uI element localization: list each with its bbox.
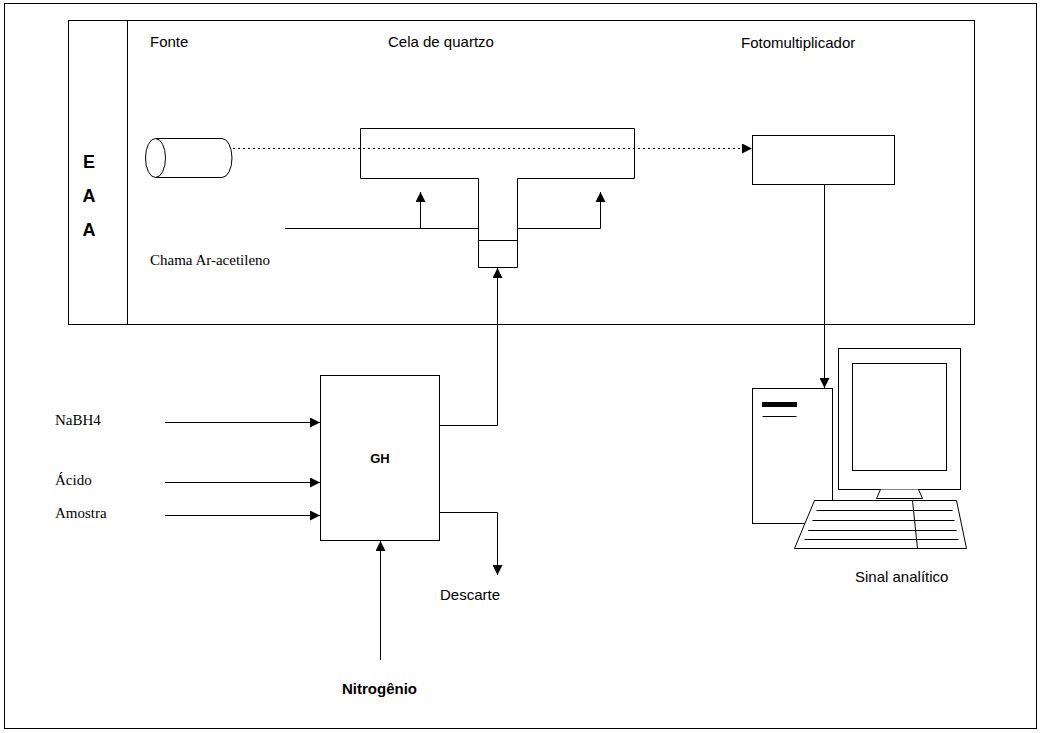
gas-arrow xyxy=(380,541,381,660)
node-label: Fonte xyxy=(150,33,188,50)
drive-slot xyxy=(763,416,797,417)
monitor xyxy=(839,349,961,490)
figure-frame xyxy=(5,4,1037,729)
key-row xyxy=(812,520,954,521)
flow-label: Descarte xyxy=(440,586,500,603)
node-label: Sinal analítico xyxy=(855,568,948,585)
photomultiplier-box: Fotomultiplicador xyxy=(752,135,895,185)
instrument-label: E A A xyxy=(80,145,98,247)
flame-label: Chama Ar-acetileno xyxy=(150,252,270,269)
flame-arrow xyxy=(600,192,601,229)
flame-line xyxy=(285,228,478,229)
gh-flows xyxy=(165,423,498,661)
hydride-generator-box: GH xyxy=(320,375,440,541)
input-arrow xyxy=(165,422,320,423)
input-arrow xyxy=(165,515,320,516)
lamp-body xyxy=(156,139,232,178)
input-arrow xyxy=(165,482,320,483)
keyboard xyxy=(795,501,967,549)
lamp-source: Fonte xyxy=(145,138,233,178)
cell-tube xyxy=(361,129,635,268)
node-label: GH xyxy=(370,451,390,466)
flame-line xyxy=(517,228,601,229)
drive-slot xyxy=(763,403,797,407)
panel-divider xyxy=(127,20,128,325)
flame-arrow xyxy=(420,192,421,229)
waste-arrow xyxy=(440,513,498,576)
flame-lines xyxy=(285,192,601,229)
lamp-end xyxy=(146,139,166,178)
flow-label: NaBH4 xyxy=(55,412,101,429)
lamp-outline xyxy=(145,138,233,178)
cell-inlet xyxy=(479,240,518,241)
computer-outline xyxy=(752,388,965,555)
screen xyxy=(853,364,947,471)
key-row xyxy=(817,510,953,511)
flow-label: Nitrogênio xyxy=(342,680,417,697)
monitor-stand xyxy=(877,490,923,499)
key-divider xyxy=(913,501,918,549)
quartz-cell: Cela de quartzo xyxy=(360,128,635,268)
flow-arrow xyxy=(824,185,825,388)
flow-arrow xyxy=(440,268,498,426)
instrument-box: E A AFonteCela de quartzoFotomultiplicad… xyxy=(68,20,975,325)
cell-outline xyxy=(360,128,635,268)
flow-label: Amostra xyxy=(55,505,107,522)
node-label: Fotomultiplicador xyxy=(741,34,855,51)
flow-label: Ácido xyxy=(55,472,92,489)
key-row xyxy=(808,530,956,531)
computer-icon: Sinal analítico xyxy=(752,388,965,555)
node-label: Cela de quartzo xyxy=(388,33,494,50)
key-row xyxy=(804,539,958,540)
light-beam xyxy=(233,148,752,149)
